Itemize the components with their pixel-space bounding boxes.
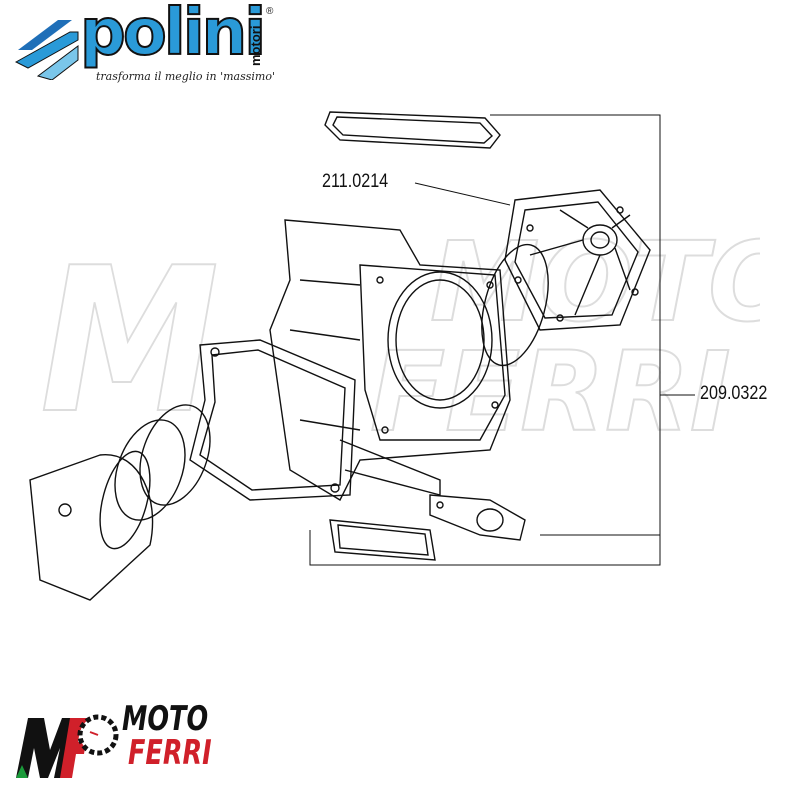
logo-moto: MOTO [122,699,209,739]
head-gasket-top [324,111,501,149]
manifold-gasket [429,494,526,541]
polini-wordmark: polini [79,0,267,71]
piston [29,450,154,601]
part-number-211-0214[interactable]: 211.0214 [322,171,389,192]
o-ring [481,243,549,367]
exploded-cylinder-diagram [29,111,695,601]
part-number-209-0322[interactable]: 209.0322 [700,383,768,404]
exhaust-gasket [329,519,436,561]
moto-ferri-watermark: M MOTO FERRI [40,217,760,458]
piston-ring-1 [139,404,211,506]
leader-lines [309,114,695,566]
registered-mark: ® [266,6,274,17]
polini-logo: polini motori ® trasforma il meglio in '… [8,0,298,88]
moto-ferri-logo: MOTO FERRI [10,680,220,785]
cylinder-head [504,189,651,331]
watermark-line1: MOTO [430,218,760,346]
polini-motori: motori [248,25,263,66]
cylinder [269,219,511,501]
svg-text:M: M [40,224,219,457]
mf-emblem-icon [16,714,119,778]
polini-tagline: trasforma il meglio in 'massimo' [96,70,275,83]
base-gasket [189,339,356,501]
polini-stripes-icon [14,20,79,80]
piston-ring-2 [114,419,186,521]
logo-ferri: FERRI [128,733,212,773]
watermark-line2: FERRI [370,328,731,456]
